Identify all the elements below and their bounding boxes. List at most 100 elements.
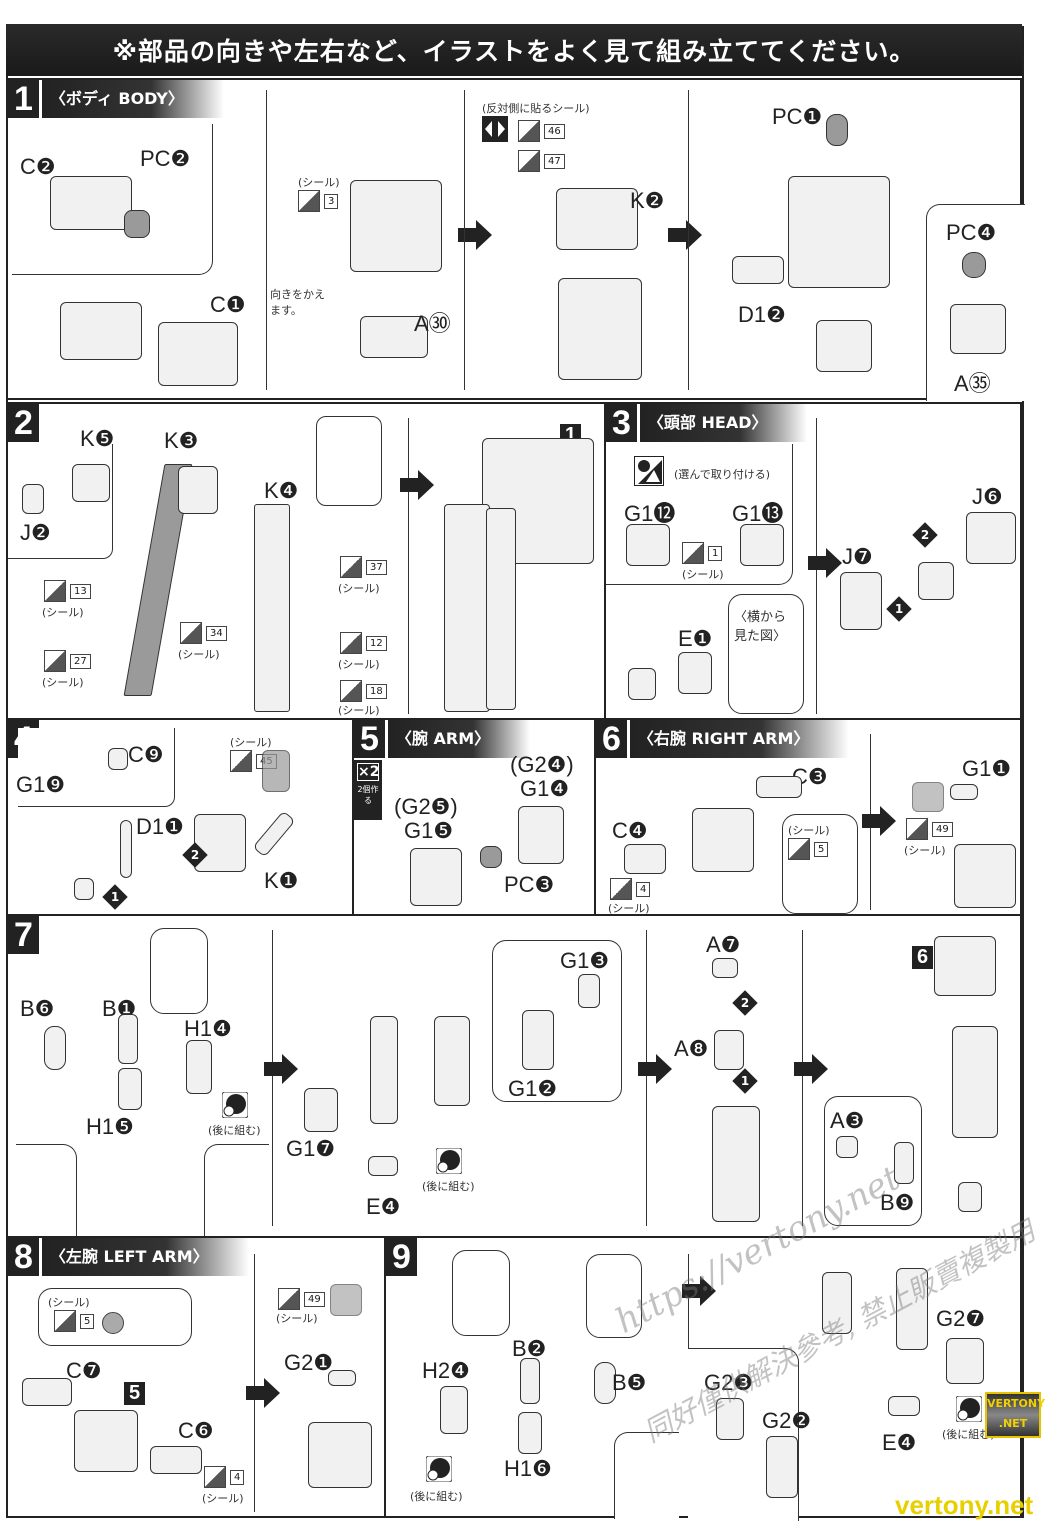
choose-note: (選んで取り付ける) <box>674 468 771 481</box>
seal-icon <box>54 1310 76 1332</box>
seal-icon <box>906 818 928 840</box>
divider <box>272 930 273 1226</box>
step-title: 〈ボディ BODY〉 <box>41 80 224 118</box>
part-label: PC❶ <box>772 104 823 129</box>
divider <box>408 418 409 714</box>
opposite-side-note: (反対側に貼るシール) <box>482 102 590 115</box>
seal-icon <box>230 750 252 772</box>
part-drawing <box>178 466 218 514</box>
part-drawing <box>594 1362 616 1404</box>
seal-label: (シール) <box>682 568 724 581</box>
part-drawing <box>766 1436 798 1498</box>
part-drawing <box>72 464 110 502</box>
part-drawing <box>330 1284 362 1316</box>
part-drawing <box>740 524 784 566</box>
seal-ref: 5 <box>54 1310 95 1332</box>
seal-icon <box>340 556 362 578</box>
seal-icon <box>204 1466 226 1488</box>
order-marker: 2 <box>182 842 208 868</box>
step-title: 〈左腕 LEFT ARM〉 <box>41 1238 249 1276</box>
part-drawing <box>826 114 848 146</box>
part-label: G1❸ <box>560 948 610 973</box>
step-3-panel: 3 〈頭部 HEAD〉 (選んで取り付ける) G1⓬ G1⓭ 1 (シール) E… <box>604 402 1022 720</box>
part-label: G1⓭ <box>732 501 784 526</box>
part-drawing <box>308 1422 372 1488</box>
part-drawing <box>628 668 656 700</box>
part-drawing <box>712 958 738 978</box>
part-drawing <box>626 524 670 566</box>
seal-ref: 4 <box>610 878 651 900</box>
part-label: A❼ <box>706 932 741 957</box>
later-label: (後に組む) <box>410 1490 463 1503</box>
step-1-panel: 1 〈ボディ BODY〉 C❷ PC❷ C❶ (シール) 3 向きをかえます。 … <box>6 78 1025 401</box>
detail-bubble <box>926 204 1025 401</box>
step-2-panel: 2 K❺ J❷ K❸ K❹ 13 (シール) 27 (シール) 34 (シール)… <box>6 402 606 720</box>
part-drawing <box>822 1272 852 1334</box>
seal-number: 5 <box>814 841 829 857</box>
seal-label: (シール) <box>42 676 84 689</box>
part-drawing <box>252 810 296 858</box>
seal-icon <box>44 580 66 602</box>
seal-ref: 12 <box>340 632 387 654</box>
part-drawing <box>118 1068 142 1110</box>
seal-icon <box>518 150 540 172</box>
banner-text: ※部品の向きや左右など、イラストをよく見て組み立ててください。 <box>112 37 916 66</box>
part-drawing <box>518 806 564 864</box>
later-label: (後に組む) <box>422 1180 475 1193</box>
divider <box>464 90 465 390</box>
step-5-header: 5 〈腕 ARM〉 <box>354 720 531 758</box>
part-label: K❶ <box>264 868 299 893</box>
step-title: 〈右腕 RIGHT ARM〉 <box>629 720 850 758</box>
part-label: C❹ <box>612 818 648 843</box>
part-label: G2❸ <box>704 1370 754 1395</box>
part-label: (G2❺) <box>394 794 458 819</box>
seal-ref: 49 <box>278 1288 325 1310</box>
part-drawing <box>950 784 978 800</box>
assemble-later-icon <box>222 1092 248 1118</box>
seal-ref: 34 <box>180 622 227 644</box>
part-label: G2❶ <box>284 1350 334 1375</box>
part-drawing <box>788 176 890 288</box>
order-marker: 2 <box>732 990 758 1016</box>
seal-icon <box>518 120 540 142</box>
later-label: (後に組む) <box>942 1428 995 1441</box>
step-number: 3 <box>606 404 640 442</box>
part-drawing <box>254 504 290 712</box>
make-two-text: 2個作る <box>357 785 379 805</box>
next-arrow-icon <box>264 1054 298 1084</box>
multiplier-badge: ×2 2個作る <box>354 760 382 820</box>
assemble-later-icon <box>956 1396 982 1422</box>
multiplier-text: ×2 <box>357 763 380 781</box>
step-title: 〈頭部 HEAD〉 <box>639 404 808 442</box>
part-drawing <box>952 1026 998 1138</box>
next-arrow-icon <box>862 806 896 836</box>
part-label: A㉟ <box>954 371 991 396</box>
part-drawing <box>896 1268 928 1350</box>
part-label: G1❾ <box>16 772 66 797</box>
seal-ref: 3 <box>298 190 339 212</box>
detail-bubble <box>204 1144 269 1237</box>
seal-icon <box>340 680 362 702</box>
part-label: H1❺ <box>86 1114 134 1139</box>
step-8-header: 8 〈左腕 LEFT ARM〉 <box>8 1238 249 1276</box>
part-label: E❶ <box>678 626 713 651</box>
step-ref-badge: 6 <box>912 946 934 969</box>
later-label: (後に組む) <box>208 1124 261 1137</box>
seal-label: (シール) <box>298 176 340 189</box>
part-drawing <box>556 188 638 250</box>
seal-label: (シール) <box>42 606 84 619</box>
part-drawing <box>678 652 712 694</box>
next-arrow-icon <box>794 1054 828 1084</box>
next-arrow-icon <box>682 1276 716 1306</box>
part-drawing <box>186 1040 212 1094</box>
part-drawing <box>434 1016 470 1106</box>
part-label: G1❹ <box>520 776 570 801</box>
part-label: G2❷ <box>762 1408 812 1433</box>
step-9-panel: 9 B❷ H2❹ B❺ H1❻ (後に組む) G2❸ G2❷ G2❼ E❹ (後… <box>384 1236 1022 1521</box>
seal-dot <box>102 1312 124 1334</box>
part-label: E❹ <box>366 1194 401 1219</box>
step-1-header: 1 〈ボディ BODY〉 <box>8 80 224 118</box>
assemble-later-icon <box>436 1148 462 1174</box>
part-label: J❷ <box>20 520 51 545</box>
detail-bubble <box>614 1432 679 1519</box>
